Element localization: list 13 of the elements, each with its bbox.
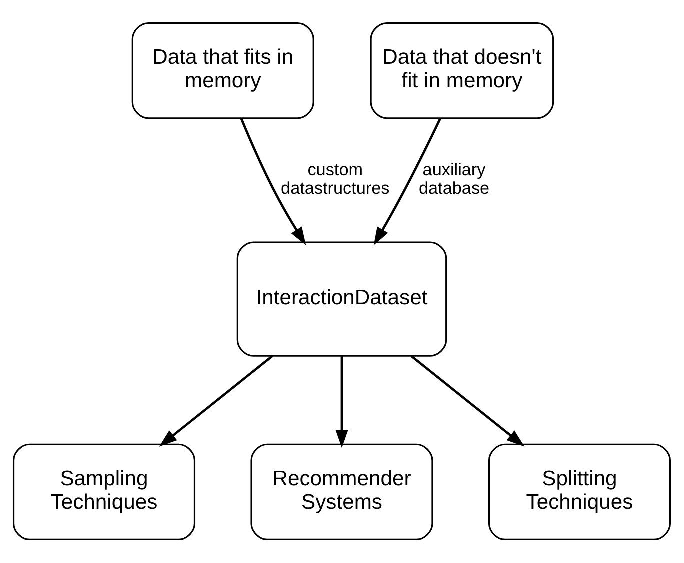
arrow <box>410 355 525 447</box>
node-box: Splitting Techniques <box>488 444 672 540</box>
edge-label: custom datastructures <box>281 160 390 198</box>
node-box: InteractionDataset <box>236 242 448 357</box>
node-box: Data that fits in memory <box>132 22 314 120</box>
arrow <box>336 356 348 448</box>
node-box: Recommender Systems <box>250 444 434 540</box>
arrow <box>240 118 306 246</box>
node-box: Data that doesn't fit in memory <box>370 22 554 120</box>
node-box: Sampling Techniques <box>12 444 196 540</box>
arrow <box>159 355 274 447</box>
edge-label: auxiliary database <box>418 160 490 198</box>
arrow <box>374 118 442 246</box>
